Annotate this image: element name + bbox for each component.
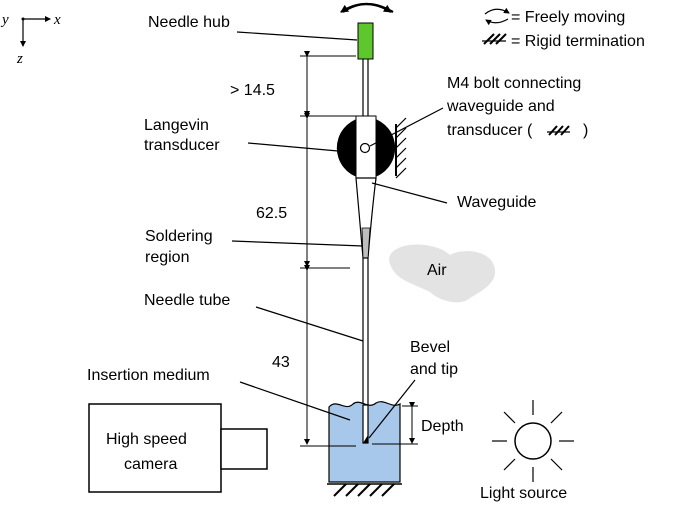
bevel-leader xyxy=(368,379,416,439)
soldering-leader xyxy=(231,240,364,247)
rotation-arrow-icon xyxy=(340,2,394,13)
legend-rigid-termination: = Rigid termination xyxy=(511,33,645,50)
bolt-label-close: ) xyxy=(583,122,588,139)
waveguide-label: Waveguide xyxy=(457,194,537,211)
light-source-icon xyxy=(492,400,574,482)
dim-waveguide-length: 62.5 xyxy=(256,205,287,222)
bolt-label-line3: transducer ( xyxy=(447,122,533,139)
soldering-label-line1: Soldering xyxy=(145,228,213,245)
rigid-termination-icon xyxy=(482,33,507,45)
axis-y-label: y xyxy=(0,12,9,28)
legend: = Freely moving = Rigid termination xyxy=(482,7,645,50)
m4-bolt xyxy=(359,142,371,154)
legend-freely-moving: = Freely moving xyxy=(511,9,625,26)
needle-hub-leader xyxy=(236,31,358,41)
camera-label-line2: camera xyxy=(124,456,177,473)
soldering-label-line2: region xyxy=(145,249,189,266)
dim-needle-length: 43 xyxy=(272,354,290,371)
insertion-medium-label: Insertion medium xyxy=(87,367,210,384)
freely-moving-icon xyxy=(484,7,510,15)
camera-label-line1: High speed xyxy=(106,431,187,448)
dimension-lines xyxy=(300,51,418,447)
needle-tube-leader xyxy=(255,306,364,342)
bolt-label-line1: M4 bolt connecting xyxy=(447,75,581,92)
high-speed-camera xyxy=(88,403,268,493)
bolt-label-line2: waveguide and xyxy=(446,98,555,115)
needle-hub-label: Needle hub xyxy=(148,14,230,31)
depth-label: Depth xyxy=(421,418,464,435)
insertion-medium-leader xyxy=(239,381,351,421)
light-source-label: Light source xyxy=(480,485,567,502)
rigid-termination-inline-icon xyxy=(547,125,570,136)
dim-hub-to-transducer: > 14.5 xyxy=(230,82,275,99)
axis-z-label: z xyxy=(16,51,23,67)
coordinate-axes: y x z xyxy=(0,12,61,67)
waveguide-leader xyxy=(371,182,448,204)
bevel-label-line1: Bevel xyxy=(410,339,450,356)
axis-x-label: x xyxy=(53,12,61,28)
air-label: Air xyxy=(427,262,447,279)
langevin-label-line2: transducer xyxy=(144,137,220,154)
langevin-transducer xyxy=(336,115,407,181)
air-region xyxy=(389,244,496,303)
needle-hub xyxy=(357,22,374,60)
bolt-leader xyxy=(369,107,444,147)
needle-tube-label: Needle tube xyxy=(144,292,230,309)
langevin-leader xyxy=(247,142,339,152)
langevin-label-line1: Langevin xyxy=(144,117,209,134)
bevel-label-line2: and tip xyxy=(410,361,458,378)
